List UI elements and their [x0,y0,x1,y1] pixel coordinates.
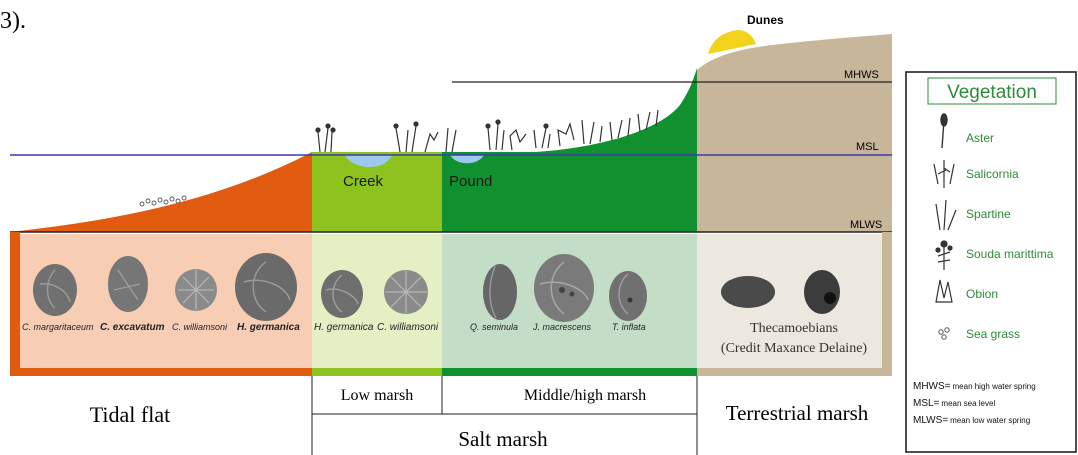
tidal-flat-edge-left [10,232,20,376]
thecamoebian-1 [721,276,775,308]
abbrev-mlws: MLWS=mean low water spring [913,415,1030,426]
tidal-flat-edge-bottom [10,368,312,376]
legend-label-obion: Obion [966,287,998,301]
foram-h-germanica-2 [321,270,363,318]
zone-name-terrestrial-marsh: Terrestrial marsh [726,401,869,425]
legend-title: Vegetation [947,82,1037,103]
zone-name-low-marsh: Low marsh [341,387,413,404]
creek-label: Creek [343,173,384,190]
mhws-label: MHWS [844,69,879,81]
credit-label: (Credit Maxance Delaine) [721,341,867,356]
mlws-label: MLWS [850,219,882,231]
species-t-inflata: T. inflata [612,322,646,332]
legend-label-salicornia: Salicornia [966,167,1019,181]
zone-name-middle-high-marsh: Middle/high marsh [524,387,646,404]
species-h-germanica-1: H. germanica [237,322,300,333]
species-c-excavatum: C. excavatum [100,322,165,333]
species-c-williamsoni-2: C. williamsoni [377,322,439,333]
pound-label: Pound [449,173,492,190]
zone-name-tidal-flat: Tidal flat [90,402,170,427]
species-h-germanica-2: H. germanica [314,322,374,333]
caption-fragment: 3). [0,8,26,34]
thecamoebian-2 [804,270,840,314]
middle-marsh-edge-bottom [442,368,697,376]
legend-label-aster: Aster [966,131,994,145]
abbrev-msl: MSL=mean sea level [913,398,995,409]
species-c-williamsoni-1: C. williamsoni [172,322,228,332]
msl-label: MSL [856,141,879,153]
species-q-seminula: Q. seminula [470,322,518,332]
terrestrial-edge-right [882,232,892,376]
group-label-salt-marsh: Salt marsh [458,427,548,451]
species-labels: C. margaritaceum C. excavatum C. william… [22,322,646,333]
foram-c-margaritaceum [33,264,77,316]
dunes-label: Dunes [747,13,784,27]
terrestrial-edge-bottom [697,368,892,376]
terrestrial-zone [697,34,892,232]
species-c-margaritaceum: C. margaritaceum [22,322,94,332]
species-j-macrescens: J. macrescens [532,322,592,332]
thecamoebians-label: Thecamoebians [750,321,838,336]
foram-q-seminula [483,264,517,320]
middle-high-marsh-zone [442,68,697,232]
tidal-flat-zone [10,152,312,232]
legend-label-seagrass: Sea grass [966,327,1020,341]
legend-label-spartine: Spartine [966,207,1011,221]
legend-label-souda: Souda marittima [966,247,1054,261]
abbrev-mhws: MHWS=mean high water spring [913,381,1036,392]
foram-h-germanica-1 [235,253,297,321]
legend-box [906,72,1076,452]
low-marsh-edge-bottom [312,368,442,376]
